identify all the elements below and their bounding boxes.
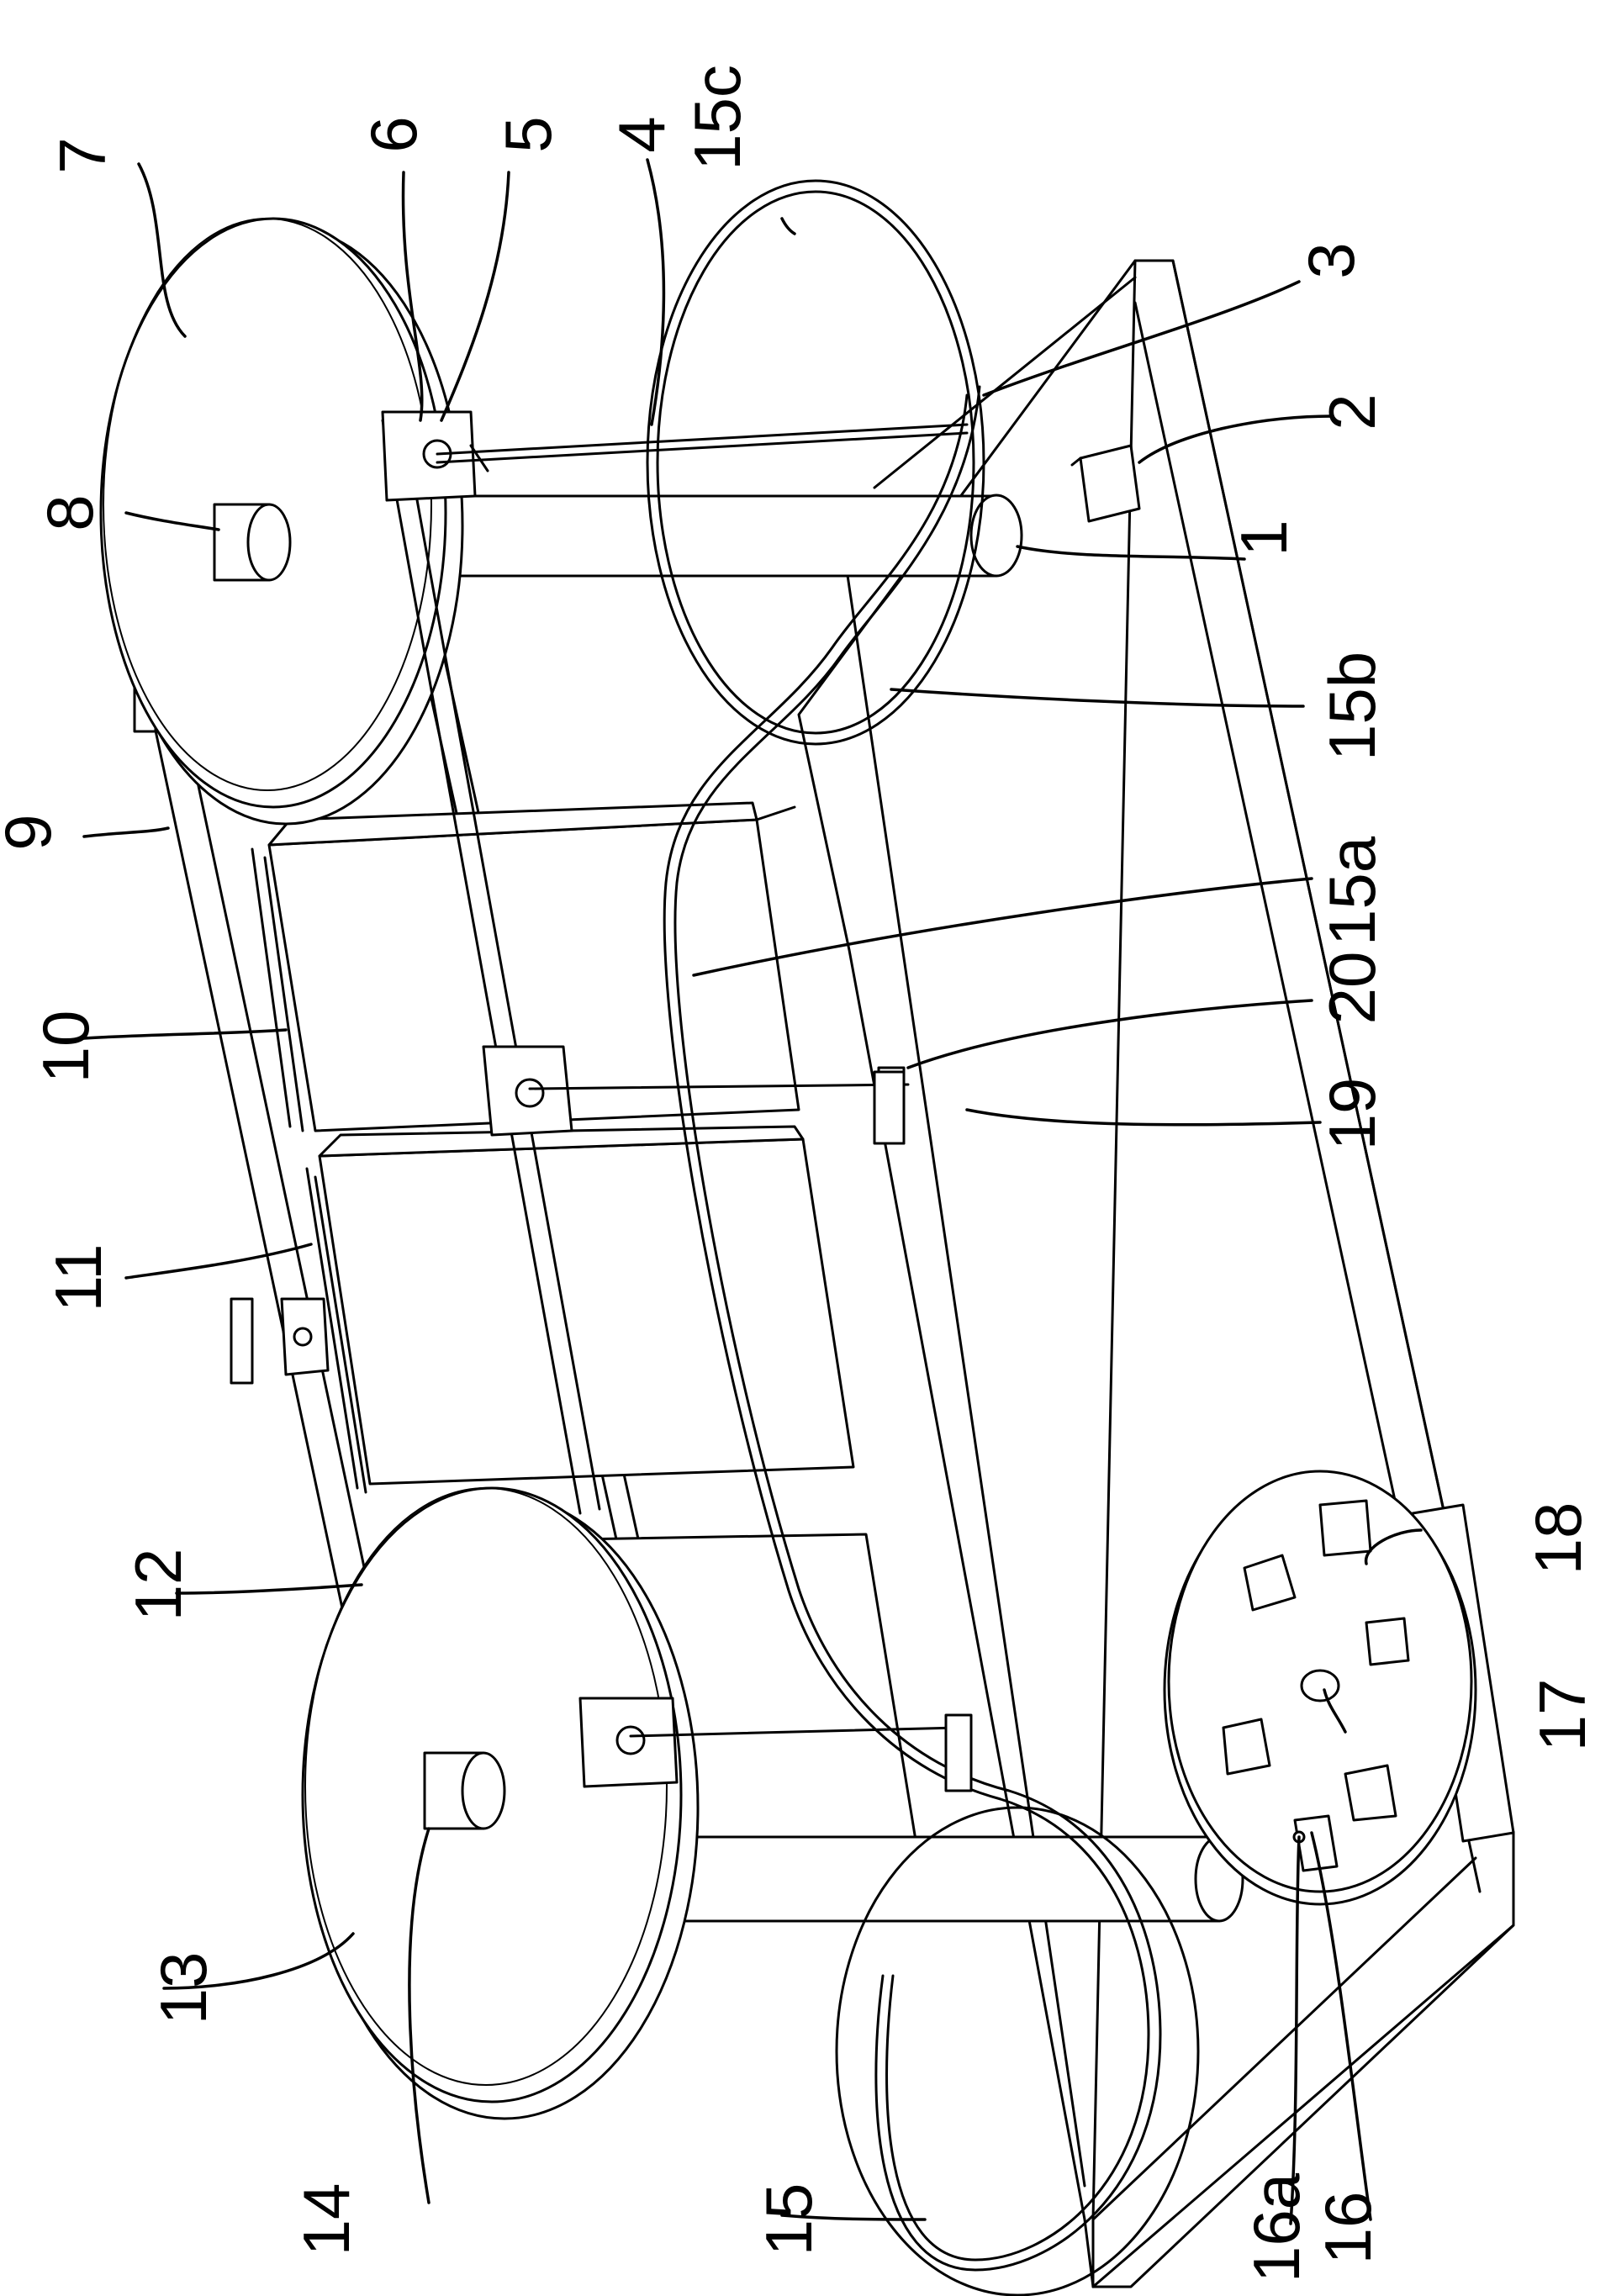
label-5: 5 (491, 116, 565, 152)
label-12: 12 (121, 1549, 195, 1622)
label-15c: 15c (680, 65, 754, 171)
label-2: 2 (1315, 393, 1389, 430)
label-17: 17 (1525, 1679, 1599, 1752)
label-15b: 15b (1315, 652, 1389, 761)
label-15: 15 (752, 2183, 826, 2256)
slider-6 (383, 412, 967, 500)
disc-13 (303, 1488, 698, 2119)
label-19: 19 (1315, 1078, 1389, 1151)
label-10: 10 (29, 1011, 103, 1084)
label-9: 9 (0, 814, 65, 850)
plate-20 (874, 1072, 904, 1143)
label-13: 13 (146, 1952, 220, 2025)
label-7: 7 (45, 137, 119, 173)
label-4: 4 (605, 116, 679, 152)
label-15a: 15a (1315, 836, 1389, 946)
container-11 (307, 1127, 853, 1492)
label-3: 3 (1294, 242, 1368, 278)
label-16a: 16a (1239, 2172, 1313, 2283)
label-16: 16 (1311, 2192, 1385, 2265)
label-6: 6 (357, 116, 430, 152)
label-1: 1 (1227, 520, 1301, 556)
label-14: 14 (289, 2183, 363, 2256)
label-11: 11 (41, 1244, 115, 1312)
label-8: 8 (33, 494, 107, 530)
slider-small (282, 1299, 328, 1375)
label-18: 18 (1521, 1502, 1595, 1576)
label-20: 20 (1315, 952, 1389, 1025)
